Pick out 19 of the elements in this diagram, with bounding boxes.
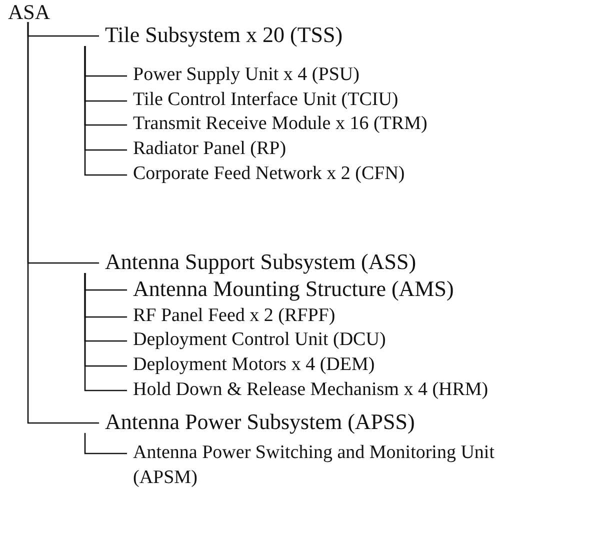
- tree-item-label: Antenna Support Subsystem (ASS): [105, 249, 416, 275]
- tree-item-label: Tile Control Interface Unit (TCIU): [133, 88, 398, 112]
- tree-connector: [84, 46, 127, 176]
- tree-connector: [27, 22, 99, 424]
- tree-item-label: Tile Subsystem x 20 (TSS): [105, 22, 343, 48]
- tree-connector: [84, 433, 127, 454]
- tree-item-label: Antenna Power Switching and Monitoring Unit (APSM): [133, 440, 563, 490]
- tree-item-label: Power Supply Unit x 4 (PSU): [133, 63, 360, 87]
- tree-item-label: Deployment Control Unit (DCU): [133, 328, 386, 352]
- tree-item-label: ASA: [8, 0, 50, 24]
- tree-item-label: Corporate Feed Network x 2 (CFN): [133, 162, 405, 186]
- tree-item-label: Transmit Receive Module x 16 (TRM): [133, 112, 428, 136]
- tree-item-label: Deployment Motors x 4 (DEM): [133, 353, 375, 377]
- tree-item-label: Antenna Power Subsystem (APSS): [105, 409, 415, 435]
- tree-item-label: Hold Down & Release Mechanism x 4 (HRM): [133, 378, 493, 401]
- tree-connector: [84, 273, 127, 392]
- tree-item-label: RF Panel Feed x 2 (RFPF): [133, 304, 336, 328]
- tree-item-label: Radiator Panel (RP): [133, 137, 286, 161]
- tree-item-label: Antenna Mounting Structure (AMS): [133, 276, 454, 302]
